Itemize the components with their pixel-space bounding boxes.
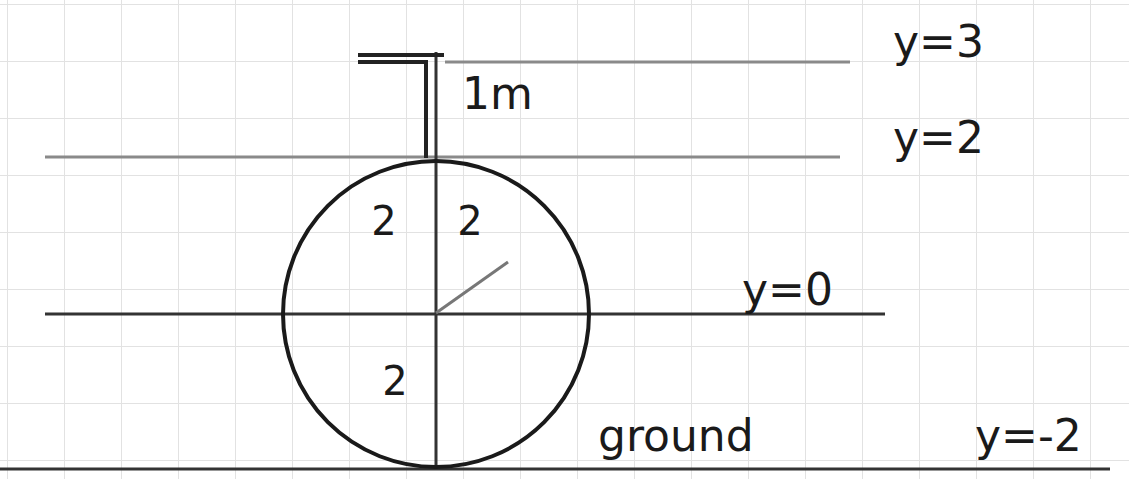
level-label: y=3 bbox=[893, 20, 984, 64]
radius-value: 2 bbox=[371, 201, 396, 241]
level-line bbox=[445, 61, 850, 64]
level-line bbox=[45, 156, 840, 159]
radius-value: 2 bbox=[457, 201, 482, 241]
ground-line bbox=[0, 468, 1110, 471]
axis-line bbox=[45, 313, 885, 316]
dimension-label: 1m bbox=[462, 72, 533, 116]
level-label: y=-2 bbox=[975, 414, 1082, 458]
radius-value: 2 bbox=[382, 361, 407, 401]
bracket bbox=[358, 55, 444, 158]
level-label: y=0 bbox=[742, 268, 833, 312]
level-label: y=2 bbox=[893, 116, 984, 160]
radius-line bbox=[436, 262, 508, 313]
circle-outline bbox=[281, 159, 591, 469]
ground-label: ground bbox=[598, 414, 754, 458]
vertical-line bbox=[435, 52, 438, 469]
circle-node: 2 2 2 bbox=[281, 159, 591, 469]
circle-shape bbox=[283, 161, 589, 467]
